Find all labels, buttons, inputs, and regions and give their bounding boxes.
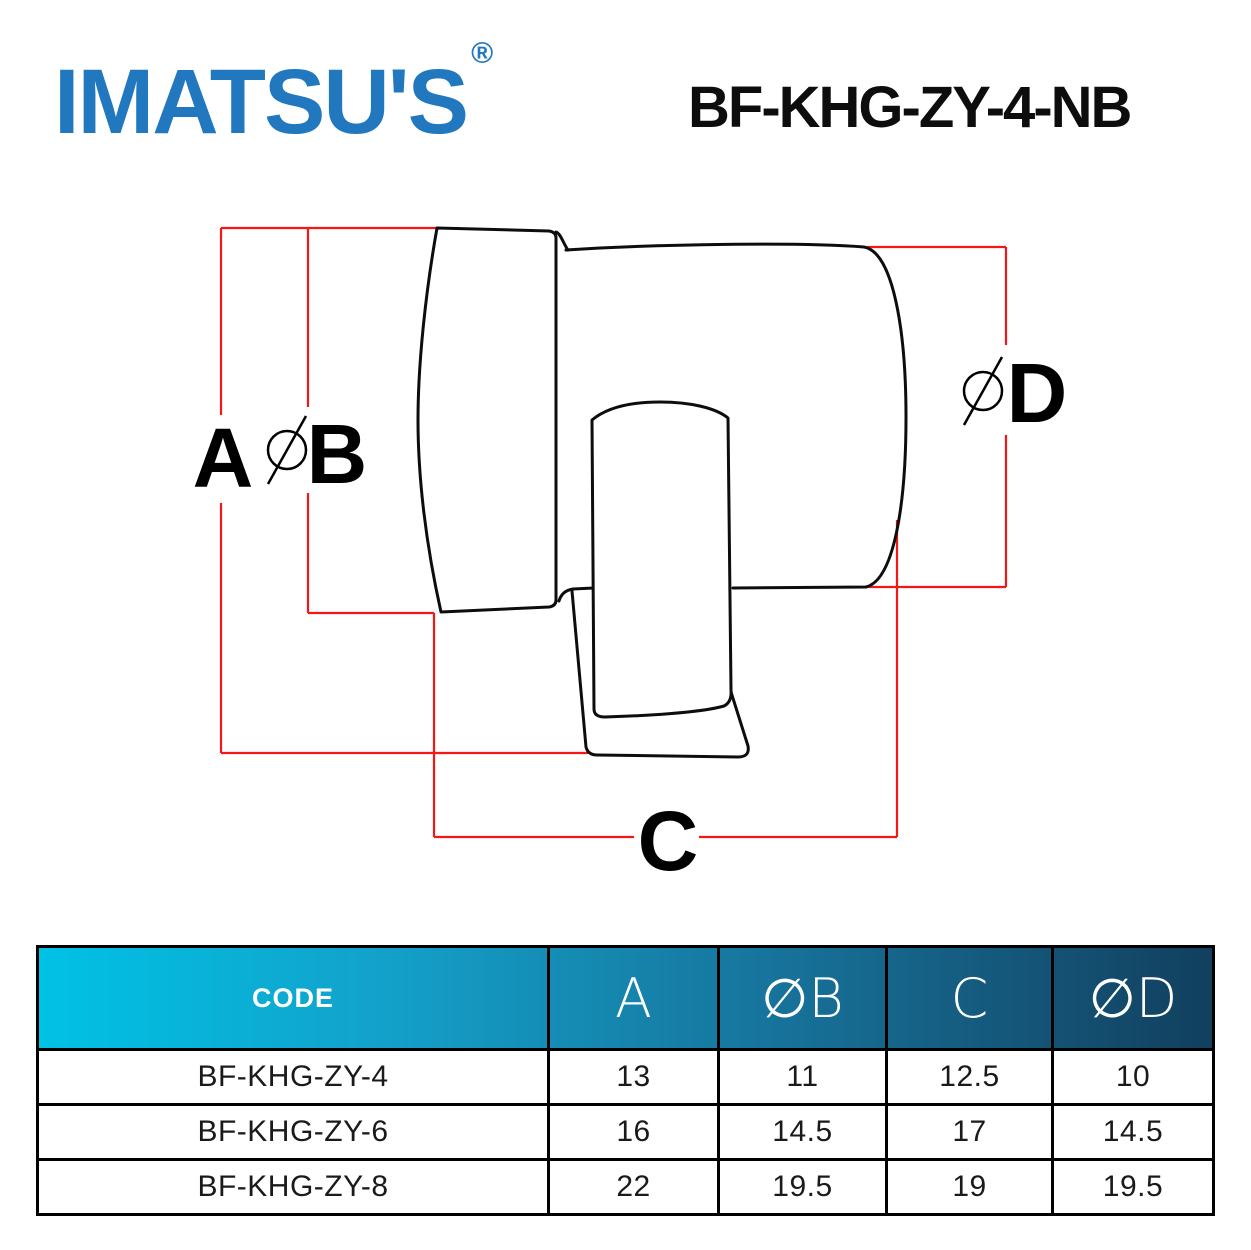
row-code: BF-KHG-ZY-6 [197, 1115, 389, 1148]
row-code: BF-KHG-ZY-8 [197, 1170, 389, 1203]
header-code: CODE [251, 982, 334, 1013]
row-value-c: 19 [885, 1161, 1051, 1213]
table-header-row: CODE A ∅B C ∅D [39, 948, 1212, 1048]
row-value-a: 16 [547, 1106, 717, 1158]
row-value-c: 17 [885, 1106, 1051, 1158]
part-base [570, 589, 750, 759]
dimensions-table: CODE A ∅B C ∅D BF-KHG-ZY-4 13 11 12.5 10… [36, 945, 1215, 1216]
row-value-b: 11 [717, 1051, 885, 1103]
part-outline [416, 226, 908, 759]
part-step-top [554, 230, 570, 252]
diameter-icon-b [266, 415, 308, 485]
table-row: BF-KHG-ZY-4 13 11 12.5 10 [39, 1048, 1212, 1103]
row-value-c: 12.5 [885, 1051, 1051, 1103]
header-c: C [885, 948, 1051, 1048]
row-value-a: 13 [547, 1051, 717, 1103]
diameter-icon-d [962, 356, 1004, 426]
dimension-lines [219, 226, 1008, 839]
table-row: BF-KHG-ZY-6 16 14.5 17 14.5 [39, 1103, 1212, 1158]
row-code: BF-KHG-ZY-4 [197, 1060, 389, 1093]
row-value-b: 19.5 [717, 1161, 885, 1213]
label-a: A [193, 411, 254, 505]
row-value-a: 22 [547, 1161, 717, 1213]
row-value-b: 14.5 [717, 1106, 885, 1158]
dimension-labels: A B C D [193, 346, 1068, 888]
header-b: ∅B [717, 948, 885, 1048]
table-row: BF-KHG-ZY-8 22 19.5 19 19.5 [39, 1158, 1212, 1213]
row-value-d: 10 [1051, 1051, 1212, 1103]
brand-logo: IMATSU'S® [54, 39, 493, 148]
part-body-bottom-left [557, 586, 596, 603]
row-value-d: 19.5 [1051, 1161, 1212, 1213]
registered-trademark-icon: ® [471, 37, 494, 71]
row-value-d: 14.5 [1051, 1106, 1212, 1158]
part-flange [416, 226, 558, 614]
header-d: ∅D [1051, 948, 1212, 1048]
label-c: C [638, 794, 699, 888]
part-body [564, 242, 908, 590]
product-code: BF-KHG-ZY-4-NB [688, 75, 1132, 140]
label-d: D [1007, 346, 1068, 440]
header-a: A [547, 948, 717, 1048]
label-b: B [307, 407, 368, 501]
part-tab [590, 400, 733, 719]
brand-logo-text: IMATSU'S [54, 51, 469, 153]
